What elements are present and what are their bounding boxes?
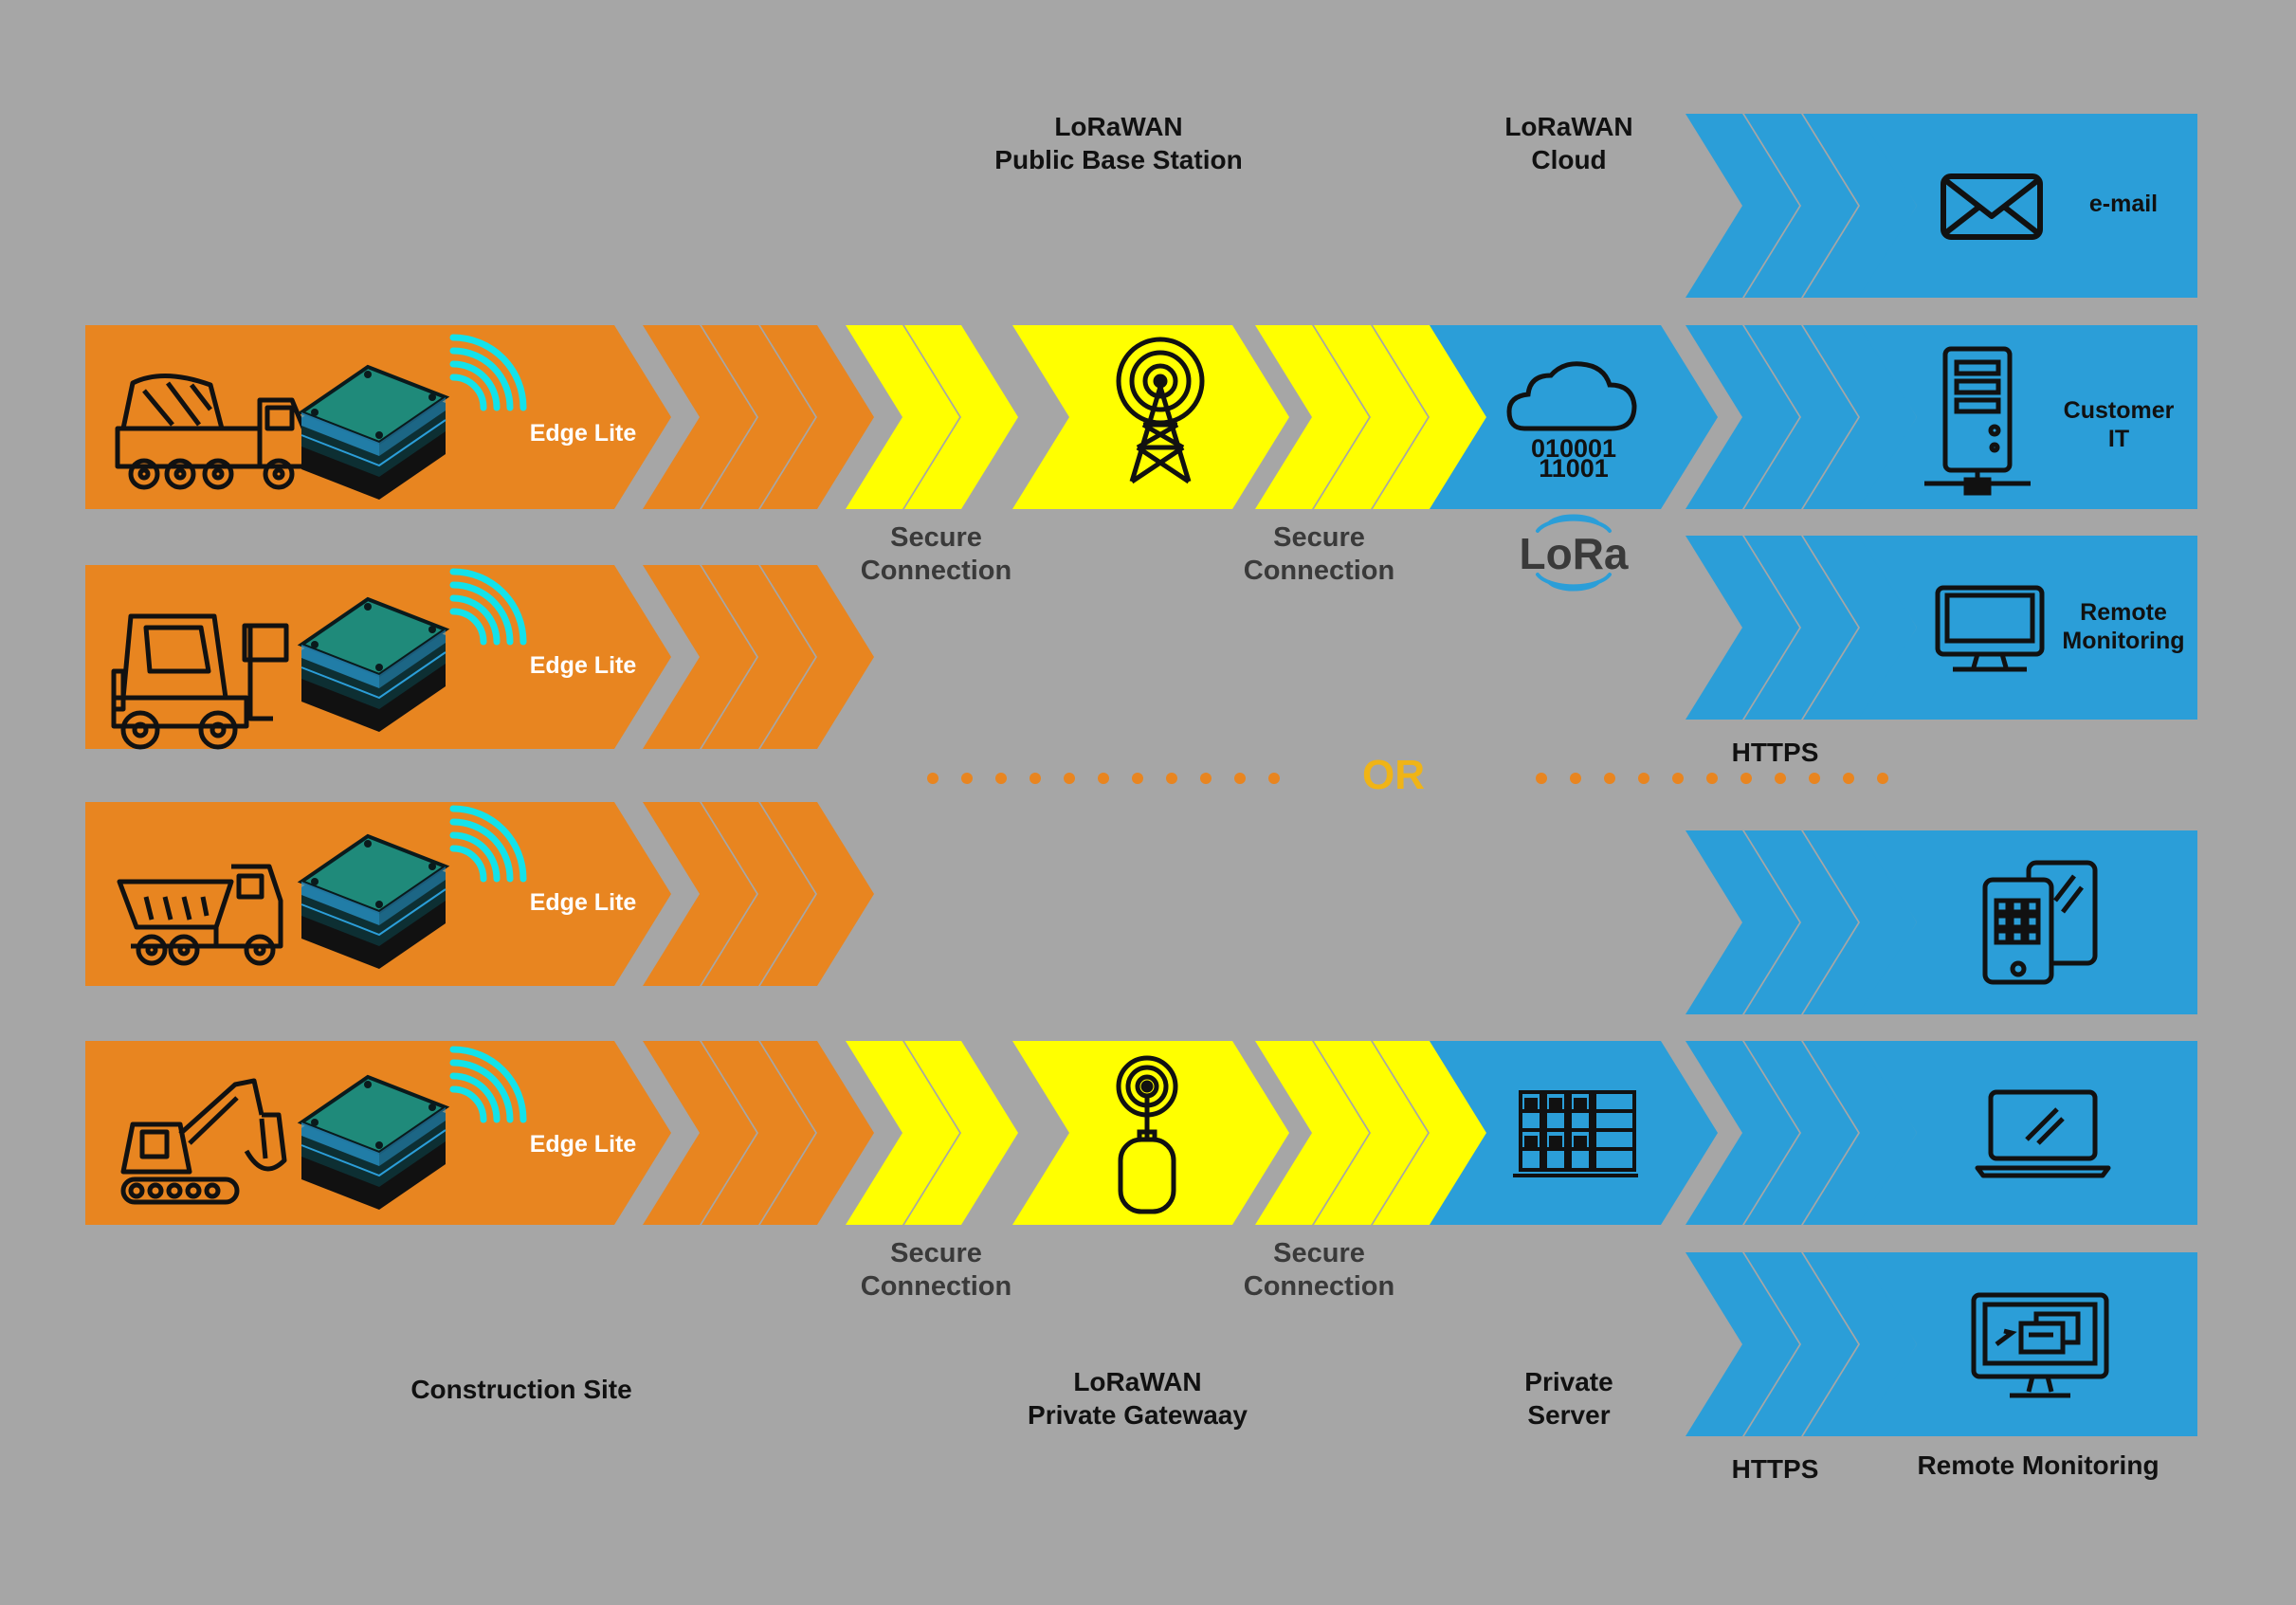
chevron bbox=[1744, 1252, 1858, 1436]
binary-line-2: 11001 bbox=[1539, 454, 1609, 483]
chevron bbox=[1686, 1041, 1799, 1225]
or-label: OR bbox=[1362, 752, 1425, 798]
chevron bbox=[1686, 114, 1799, 298]
forklift-icon bbox=[111, 613, 289, 750]
dump-truck-icon bbox=[117, 864, 283, 966]
destination-label: Remote Monitoring bbox=[2062, 599, 2185, 654]
chevron bbox=[1744, 325, 1858, 509]
chevron bbox=[760, 565, 874, 749]
lora-signal-icon bbox=[1536, 514, 1612, 592]
cloud-band bbox=[1430, 325, 1718, 509]
chevron bbox=[1744, 114, 1858, 298]
excavator-icon bbox=[120, 1078, 287, 1205]
cloud-icon bbox=[1506, 361, 1637, 431]
chevron bbox=[1255, 325, 1369, 509]
chevron bbox=[702, 1041, 815, 1225]
destination-row-4 bbox=[1686, 830, 2197, 1014]
chevron bbox=[1744, 536, 1858, 720]
edge-lite-label: Edge Lite bbox=[529, 889, 637, 916]
chevron bbox=[760, 325, 874, 509]
monitor-icon bbox=[1935, 585, 2045, 672]
destination-row-3 bbox=[1686, 536, 2197, 720]
lora-logo: LoRa bbox=[1519, 529, 1629, 578]
edge-rows bbox=[85, 325, 874, 1225]
chevron bbox=[1686, 325, 1799, 509]
chevron bbox=[1686, 1252, 1799, 1436]
chevron bbox=[846, 325, 959, 509]
server-tower-icon bbox=[1924, 346, 2031, 496]
chevron bbox=[643, 325, 756, 509]
https-label: HTTPS bbox=[1731, 738, 1819, 767]
destination-row-1 bbox=[1686, 114, 2197, 298]
binary-line-1: 010001 bbox=[1531, 434, 1616, 463]
mobile-devices-icon bbox=[1982, 860, 2098, 985]
chevron bbox=[760, 802, 874, 986]
remote-monitoring-caption: Remote Monitoring bbox=[1917, 1450, 2159, 1480]
gateway-antenna-icon bbox=[1116, 1055, 1178, 1214]
chevron bbox=[643, 802, 756, 986]
secure-connection-label: Secure Connection bbox=[1243, 1238, 1395, 1303]
cloud-title: LoRaWAN Cloud bbox=[1504, 112, 1633, 174]
chevron bbox=[702, 565, 815, 749]
mixer-truck-icon bbox=[115, 374, 308, 490]
base-station-title: LoRaWAN Public Base Station bbox=[994, 112, 1243, 174]
chevron bbox=[643, 1041, 756, 1225]
secure-connection-label: Secure Connection bbox=[1243, 522, 1395, 587]
server-band bbox=[1430, 1041, 1718, 1225]
blue-band bbox=[1858, 114, 2197, 298]
chevron bbox=[702, 802, 815, 986]
edge-row-1 bbox=[85, 325, 874, 509]
chevron bbox=[1314, 1041, 1428, 1225]
site-title: Construction Site bbox=[410, 1375, 632, 1404]
radio-tower-icon bbox=[1116, 337, 1205, 484]
chevron bbox=[1255, 1041, 1369, 1225]
edge-lite-label: Edge Lite bbox=[529, 652, 637, 679]
chevron bbox=[760, 1041, 874, 1225]
server-rack-icon bbox=[1513, 1090, 1638, 1177]
destination-label: Customer IT bbox=[2063, 397, 2175, 452]
chevron bbox=[1314, 325, 1428, 509]
chevron bbox=[643, 565, 756, 749]
edge-lite-label: Edge Lite bbox=[529, 420, 637, 447]
destination-rows bbox=[1686, 114, 2197, 1436]
server-title: Private Server bbox=[1524, 1367, 1613, 1430]
secure-connection-label: Secure Connection bbox=[860, 522, 1012, 587]
chevron bbox=[702, 325, 815, 509]
destination-row-5 bbox=[1686, 1041, 2197, 1225]
blue-band bbox=[1858, 536, 2197, 720]
desktop-dashboard-icon bbox=[1971, 1292, 2109, 1398]
chevron bbox=[1686, 536, 1799, 720]
laptop-icon bbox=[1975, 1089, 2111, 1178]
chevron bbox=[904, 325, 1018, 509]
https-label: HTTPS bbox=[1731, 1454, 1819, 1484]
chevron bbox=[1686, 830, 1799, 1014]
gateway-title: LoRaWAN Private Gatewaay bbox=[1028, 1367, 1248, 1430]
chevron bbox=[1744, 1041, 1858, 1225]
chevron bbox=[1744, 830, 1858, 1014]
destination-row-6 bbox=[1686, 1252, 2197, 1436]
envelope-icon bbox=[1941, 173, 2043, 240]
blue-band bbox=[1858, 1041, 2197, 1225]
destination-row-2 bbox=[1686, 325, 2197, 509]
chevron bbox=[846, 1041, 959, 1225]
chevron bbox=[904, 1041, 1018, 1225]
or-separator-dots bbox=[927, 773, 1888, 784]
secure-connection-label: Secure Connection bbox=[860, 1238, 1012, 1303]
edge-lite-label: Edge Lite bbox=[529, 1131, 637, 1158]
destination-label: e-mail bbox=[2088, 191, 2159, 217]
